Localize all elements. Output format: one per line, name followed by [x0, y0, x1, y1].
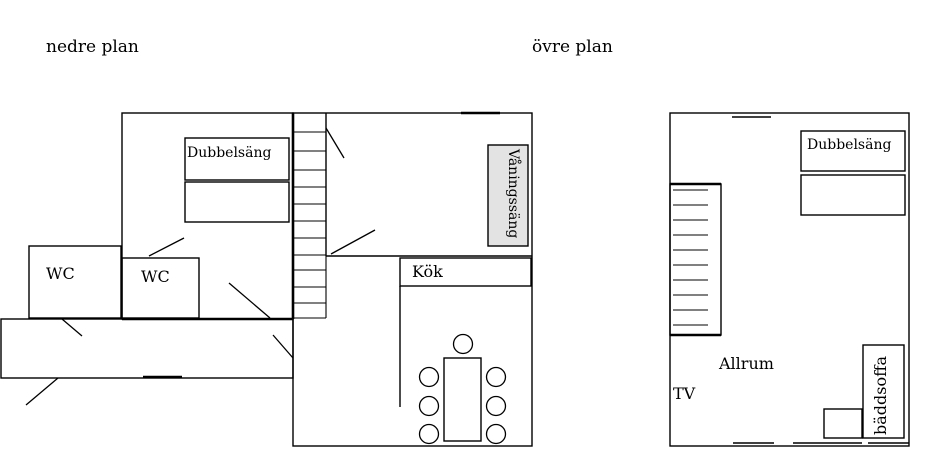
kitchen-counter: [399, 257, 532, 287]
bedroom-walls: [121, 112, 294, 320]
bunk-bed: [487, 144, 529, 247]
chair: [485, 366, 507, 388]
tv-label: TV: [673, 384, 696, 403]
hallway-walls: [0, 318, 294, 379]
chair: [485, 395, 507, 417]
living-room-label: Allrum: [718, 354, 774, 373]
sofa-bed-label: bäddsoffa: [871, 356, 890, 435]
chair: [452, 333, 474, 355]
lower-double-bed-bottom: [184, 181, 290, 223]
lower-floor-plan: [0, 112, 533, 447]
upper-stairs: [673, 189, 708, 326]
upper-double-bed-top: [800, 130, 906, 172]
upper-stair-edges: [670, 182, 721, 337]
chair: [418, 395, 440, 417]
bunk-bed-label: Våningssäng: [505, 148, 522, 238]
upper-stairwell: [669, 183, 722, 336]
lower-stairs: [293, 131, 327, 319]
lower-double-bed-label: Dubbelsäng: [187, 145, 271, 161]
lower-windows: [122, 111, 500, 379]
chair: [485, 423, 507, 445]
dining-chairs: [418, 333, 507, 445]
upper-double-bed-bottom: [800, 174, 906, 216]
upper-windows: [732, 116, 909, 444]
upper-double-bed-label: Dubbelsäng: [807, 137, 891, 153]
upper-floor-plan: [669, 112, 910, 447]
wc-left-label: WC: [46, 264, 75, 283]
chair: [418, 366, 440, 388]
lower-floor-heading: nedre plan: [46, 37, 139, 57]
dining-table: [443, 357, 482, 442]
kitchen-label: Kök: [412, 262, 443, 281]
lower-door-swings: [25, 127, 376, 406]
wc-left-room: [28, 245, 122, 319]
tv-table: [823, 408, 863, 439]
wc-right-label: WC: [141, 267, 170, 286]
upper-floor-heading: övre plan: [532, 37, 613, 57]
chair: [418, 423, 440, 445]
lower-double-bed-top: [184, 137, 290, 181]
sofa-bed: [862, 344, 905, 439]
